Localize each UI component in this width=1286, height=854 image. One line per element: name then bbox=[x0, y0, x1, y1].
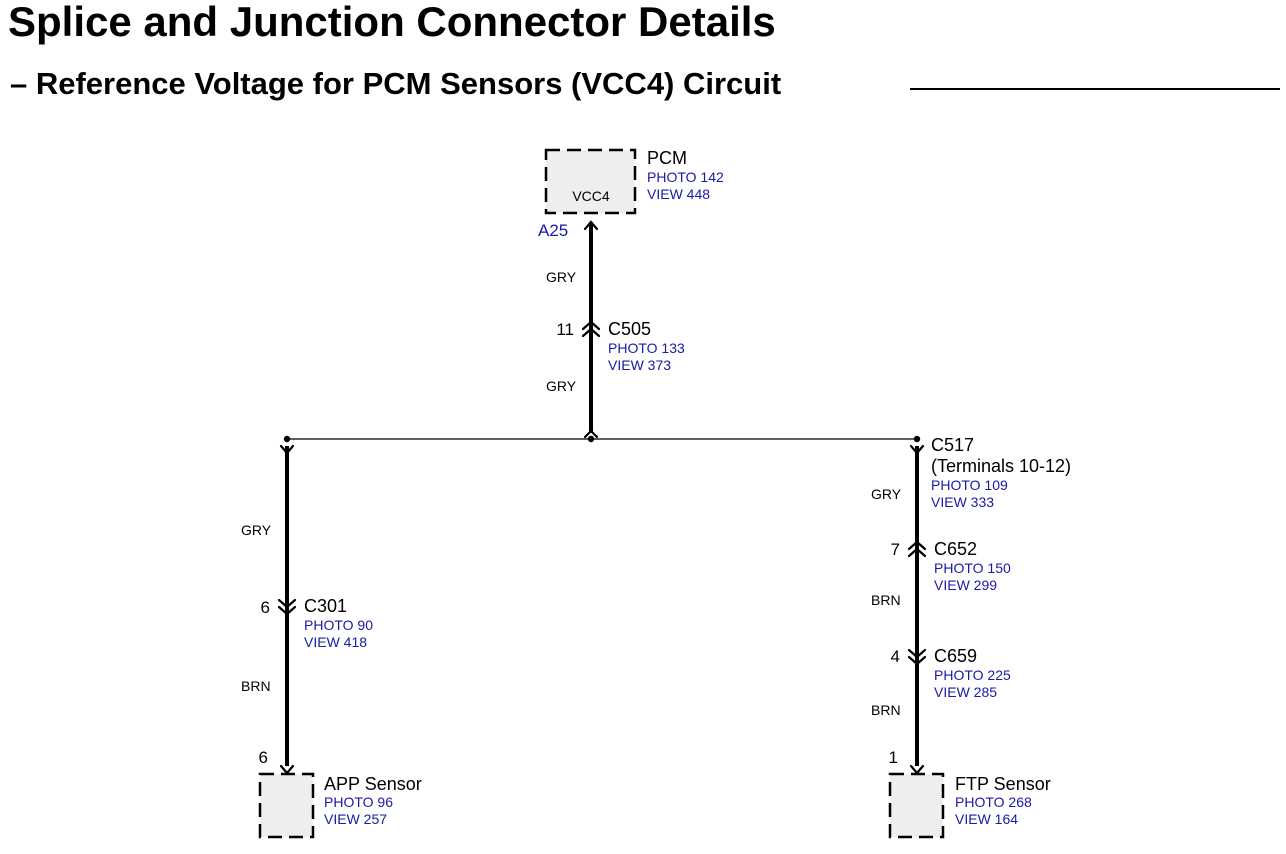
c517-name: C517 bbox=[931, 435, 974, 455]
subtitle-row: – Reference Voltage for PCM Sensors (VCC… bbox=[10, 66, 1280, 106]
pcm-pin-label: A25 bbox=[538, 221, 568, 240]
wire-color-c659-to-ftp: BRN bbox=[871, 702, 901, 718]
c505-view-link[interactable]: VIEW 373 bbox=[608, 357, 671, 373]
junction-dot-right bbox=[913, 435, 921, 443]
ftp-sensor-photo-link[interactable]: PHOTO 268 bbox=[955, 794, 1032, 810]
connector-c652[interactable]: 7 C652 PHOTO 150 VIEW 299 bbox=[891, 539, 1011, 593]
c659-connector-symbol-bottom bbox=[907, 655, 927, 666]
c301-connector-symbol-bottom bbox=[277, 605, 297, 616]
c659-connector-symbol-top bbox=[907, 648, 927, 659]
c652-connector-symbol-top bbox=[907, 540, 927, 551]
ftp-sensor-name: FTP Sensor bbox=[955, 774, 1051, 794]
c652-name: C652 bbox=[934, 539, 977, 559]
c517-view-link[interactable]: VIEW 333 bbox=[931, 494, 994, 510]
app-sensor-photo-link[interactable]: PHOTO 96 bbox=[324, 794, 393, 810]
ftp-sensor-component[interactable]: 1 FTP Sensor PHOTO 268 VIEW 164 bbox=[888, 748, 1051, 839]
pcm-photo-link[interactable]: PHOTO 142 bbox=[647, 169, 724, 185]
c301-photo-link[interactable]: PHOTO 90 bbox=[304, 617, 373, 633]
connector-c301[interactable]: 6 C301 PHOTO 90 VIEW 418 bbox=[261, 596, 374, 650]
ftp-sensor-view-link[interactable]: VIEW 164 bbox=[955, 811, 1018, 827]
wire-color-c301-to-app: BRN bbox=[241, 678, 271, 694]
connector-c517[interactable]: C517 (Terminals 10-12) PHOTO 109 VIEW 33… bbox=[931, 435, 1071, 510]
junction-dot-left bbox=[283, 435, 291, 443]
c301-name: C301 bbox=[304, 596, 347, 616]
c517-terminal-symbol bbox=[909, 444, 925, 455]
wire-color-c505-to-splice: GRY bbox=[546, 378, 577, 394]
junction-dot-center bbox=[587, 435, 595, 443]
pcm-view-link[interactable]: VIEW 448 bbox=[647, 186, 710, 202]
page-subtitle: – Reference Voltage for PCM Sensors (VCC… bbox=[10, 66, 782, 101]
page-title: Splice and Junction Connector Details bbox=[8, 0, 776, 45]
c659-pin: 4 bbox=[891, 647, 900, 666]
ftp-sensor-pin: 1 bbox=[889, 748, 898, 767]
pcm-name: PCM bbox=[647, 148, 687, 168]
app-sensor-name: APP Sensor bbox=[324, 774, 422, 794]
c659-photo-link[interactable]: PHOTO 225 bbox=[934, 667, 1011, 683]
c505-photo-link[interactable]: PHOTO 133 bbox=[608, 340, 685, 356]
subtitle-rule bbox=[910, 88, 1280, 90]
c659-name: C659 bbox=[934, 646, 977, 666]
c517-detail: (Terminals 10-12) bbox=[931, 456, 1071, 476]
c652-view-link[interactable]: VIEW 299 bbox=[934, 577, 997, 593]
connector-c505[interactable]: 11 C505 PHOTO 133 VIEW 373 bbox=[556, 319, 685, 373]
pcm-inner-label: VCC4 bbox=[572, 188, 610, 204]
splice-junction-symbol bbox=[583, 429, 599, 439]
pcm-box[interactable] bbox=[544, 148, 637, 215]
pcm-component[interactable]: VCC4 PCM PHOTO 142 VIEW 448 A25 bbox=[538, 148, 724, 240]
c505-connector-symbol-bottom bbox=[581, 327, 601, 338]
connector-c659[interactable]: 4 C659 PHOTO 225 VIEW 285 bbox=[891, 646, 1011, 700]
c517-photo-link[interactable]: PHOTO 109 bbox=[931, 477, 1008, 493]
c505-connector-symbol-top bbox=[581, 320, 601, 331]
app-sensor-terminal-symbol bbox=[279, 764, 295, 775]
left-branch-terminal-symbol bbox=[279, 444, 295, 455]
c652-photo-link[interactable]: PHOTO 150 bbox=[934, 560, 1011, 576]
app-sensor-component[interactable]: 6 APP Sensor PHOTO 96 VIEW 257 bbox=[258, 748, 422, 839]
c659-view-link[interactable]: VIEW 285 bbox=[934, 684, 997, 700]
c652-connector-symbol-bottom bbox=[907, 547, 927, 558]
c301-view-link[interactable]: VIEW 418 bbox=[304, 634, 367, 650]
app-sensor-view-link[interactable]: VIEW 257 bbox=[324, 811, 387, 827]
ftp-sensor-box[interactable] bbox=[888, 772, 945, 839]
c301-connector-symbol-top bbox=[277, 598, 297, 609]
wire-color-pcm-to-c505: GRY bbox=[546, 269, 577, 285]
c505-name: C505 bbox=[608, 319, 651, 339]
c652-pin: 7 bbox=[891, 540, 900, 559]
app-sensor-box[interactable] bbox=[258, 772, 315, 839]
c505-pin: 11 bbox=[556, 320, 574, 339]
wire-color-c652-to-c659: BRN bbox=[871, 592, 901, 608]
c301-pin: 6 bbox=[261, 598, 270, 617]
app-sensor-pin: 6 bbox=[259, 748, 268, 767]
ftp-sensor-terminal-symbol bbox=[909, 764, 925, 775]
wire-color-c517-to-c652: GRY bbox=[871, 486, 902, 502]
wire-color-splice-to-c301: GRY bbox=[241, 522, 272, 538]
pcm-terminal-symbol bbox=[583, 220, 599, 231]
